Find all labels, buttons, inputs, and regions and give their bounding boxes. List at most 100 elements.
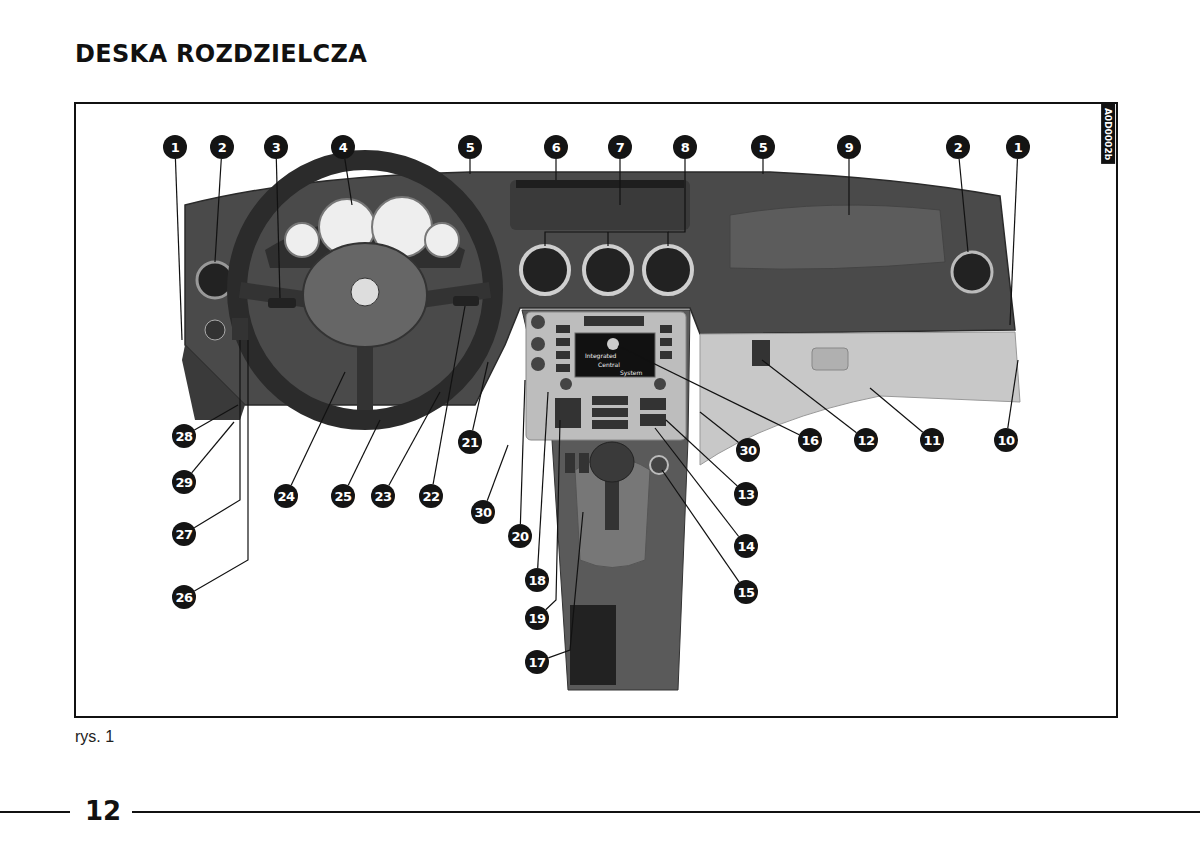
leader-line (520, 380, 525, 524)
leader-line (662, 470, 739, 582)
switch (579, 453, 589, 473)
page-rule (0, 811, 70, 813)
page-number: 12 (85, 796, 121, 826)
leader-line (1010, 159, 1017, 325)
callout-number: 28 (172, 424, 196, 448)
screen-logo (607, 338, 619, 350)
callout-number: 29 (172, 470, 196, 494)
callout-number: 25 (331, 484, 355, 508)
centre-vent (584, 246, 632, 294)
figure-code: A0D0002b (1101, 104, 1115, 164)
leader-line (215, 159, 221, 262)
centre-vent (644, 246, 692, 294)
right-stalk (453, 296, 479, 306)
page-title: DESKA ROZDZIELCZA (75, 40, 367, 68)
callout-number: 21 (458, 430, 482, 454)
callout-number: 8 (673, 135, 697, 159)
display-hood (510, 180, 690, 230)
callout-number: 2 (210, 135, 234, 159)
callout-number: 30 (736, 438, 760, 462)
leader-line (389, 392, 440, 485)
callout-number: 1 (1006, 135, 1030, 159)
callout-number: 16 (798, 428, 822, 452)
callout-number: 18 (525, 568, 549, 592)
callout-number: 27 (172, 522, 196, 546)
leader-line (291, 372, 345, 485)
leader-line (433, 306, 465, 484)
callout-number: 12 (854, 428, 878, 452)
callout-number: 4 (331, 135, 355, 159)
switch (232, 318, 248, 340)
hazard-button (531, 315, 545, 329)
callout-number: 5 (458, 135, 482, 159)
callout-number: 10 (994, 428, 1018, 452)
leader-line (469, 159, 470, 174)
leader-line (192, 422, 234, 473)
knob (654, 378, 666, 390)
side-vent (952, 252, 992, 292)
callout-number: 14 (734, 534, 758, 558)
page-rule (132, 811, 1200, 813)
wheel-hub (303, 243, 427, 347)
leader-line (848, 159, 849, 215)
centre-console (522, 310, 690, 690)
screen-text: Central (598, 361, 620, 368)
callout-number: 22 (419, 484, 443, 508)
leader-line (276, 159, 280, 298)
bracket (545, 232, 668, 246)
steering-wheel (237, 160, 493, 420)
glovebox-panel (700, 332, 1020, 465)
console-buttons (555, 316, 672, 429)
leader-line (762, 360, 856, 433)
console-button (531, 357, 545, 371)
callout-number: 6 (544, 135, 568, 159)
leader-line (345, 159, 352, 205)
leader-line (619, 159, 620, 205)
leader-line (194, 340, 240, 528)
leader-line (194, 405, 238, 430)
callout-number: 2 (946, 135, 970, 159)
callout-number: 5 (751, 135, 775, 159)
callout-number: 11 (920, 428, 944, 452)
figure-frame (75, 103, 1117, 717)
airbag-panel (730, 205, 945, 269)
screen-text: System (620, 369, 642, 376)
callout-number: 30 (471, 500, 495, 524)
leader-line (700, 412, 739, 443)
figure-caption: rys. 1 (75, 728, 114, 746)
callout-number: 23 (371, 484, 395, 508)
gear-knob (590, 442, 634, 482)
light-switch (205, 320, 225, 340)
ics-screen (575, 333, 655, 377)
leader-line (548, 512, 583, 658)
callout-number: 3 (264, 135, 288, 159)
leader-line (762, 159, 763, 174)
callout-number: 20 (508, 524, 532, 548)
gauge (285, 223, 319, 257)
callout-number: 1 (163, 135, 187, 159)
leader-line (1008, 360, 1018, 428)
leader-line (538, 392, 548, 568)
left-lower-panel (182, 345, 245, 420)
leader-line (666, 420, 737, 486)
gauge (425, 223, 459, 257)
leader-line (959, 159, 968, 252)
callout-number: 24 (274, 484, 298, 508)
callout-number: 19 (525, 606, 549, 630)
left-stalk (268, 298, 296, 308)
screen-text: Integrated (585, 352, 616, 359)
badge (351, 278, 379, 306)
hood-slot (516, 180, 684, 188)
leader-line (555, 159, 556, 180)
leader-line (473, 362, 488, 430)
callout-number: 13 (734, 482, 758, 506)
leader-line (870, 388, 923, 432)
leader-line (194, 340, 248, 591)
leader-line (175, 159, 182, 340)
storage-tray (570, 605, 616, 685)
leader-line (487, 445, 508, 501)
glovebox-switch (752, 340, 770, 366)
leader-line (348, 420, 380, 485)
callout-number: 7 (608, 135, 632, 159)
centre-vent (521, 246, 569, 294)
